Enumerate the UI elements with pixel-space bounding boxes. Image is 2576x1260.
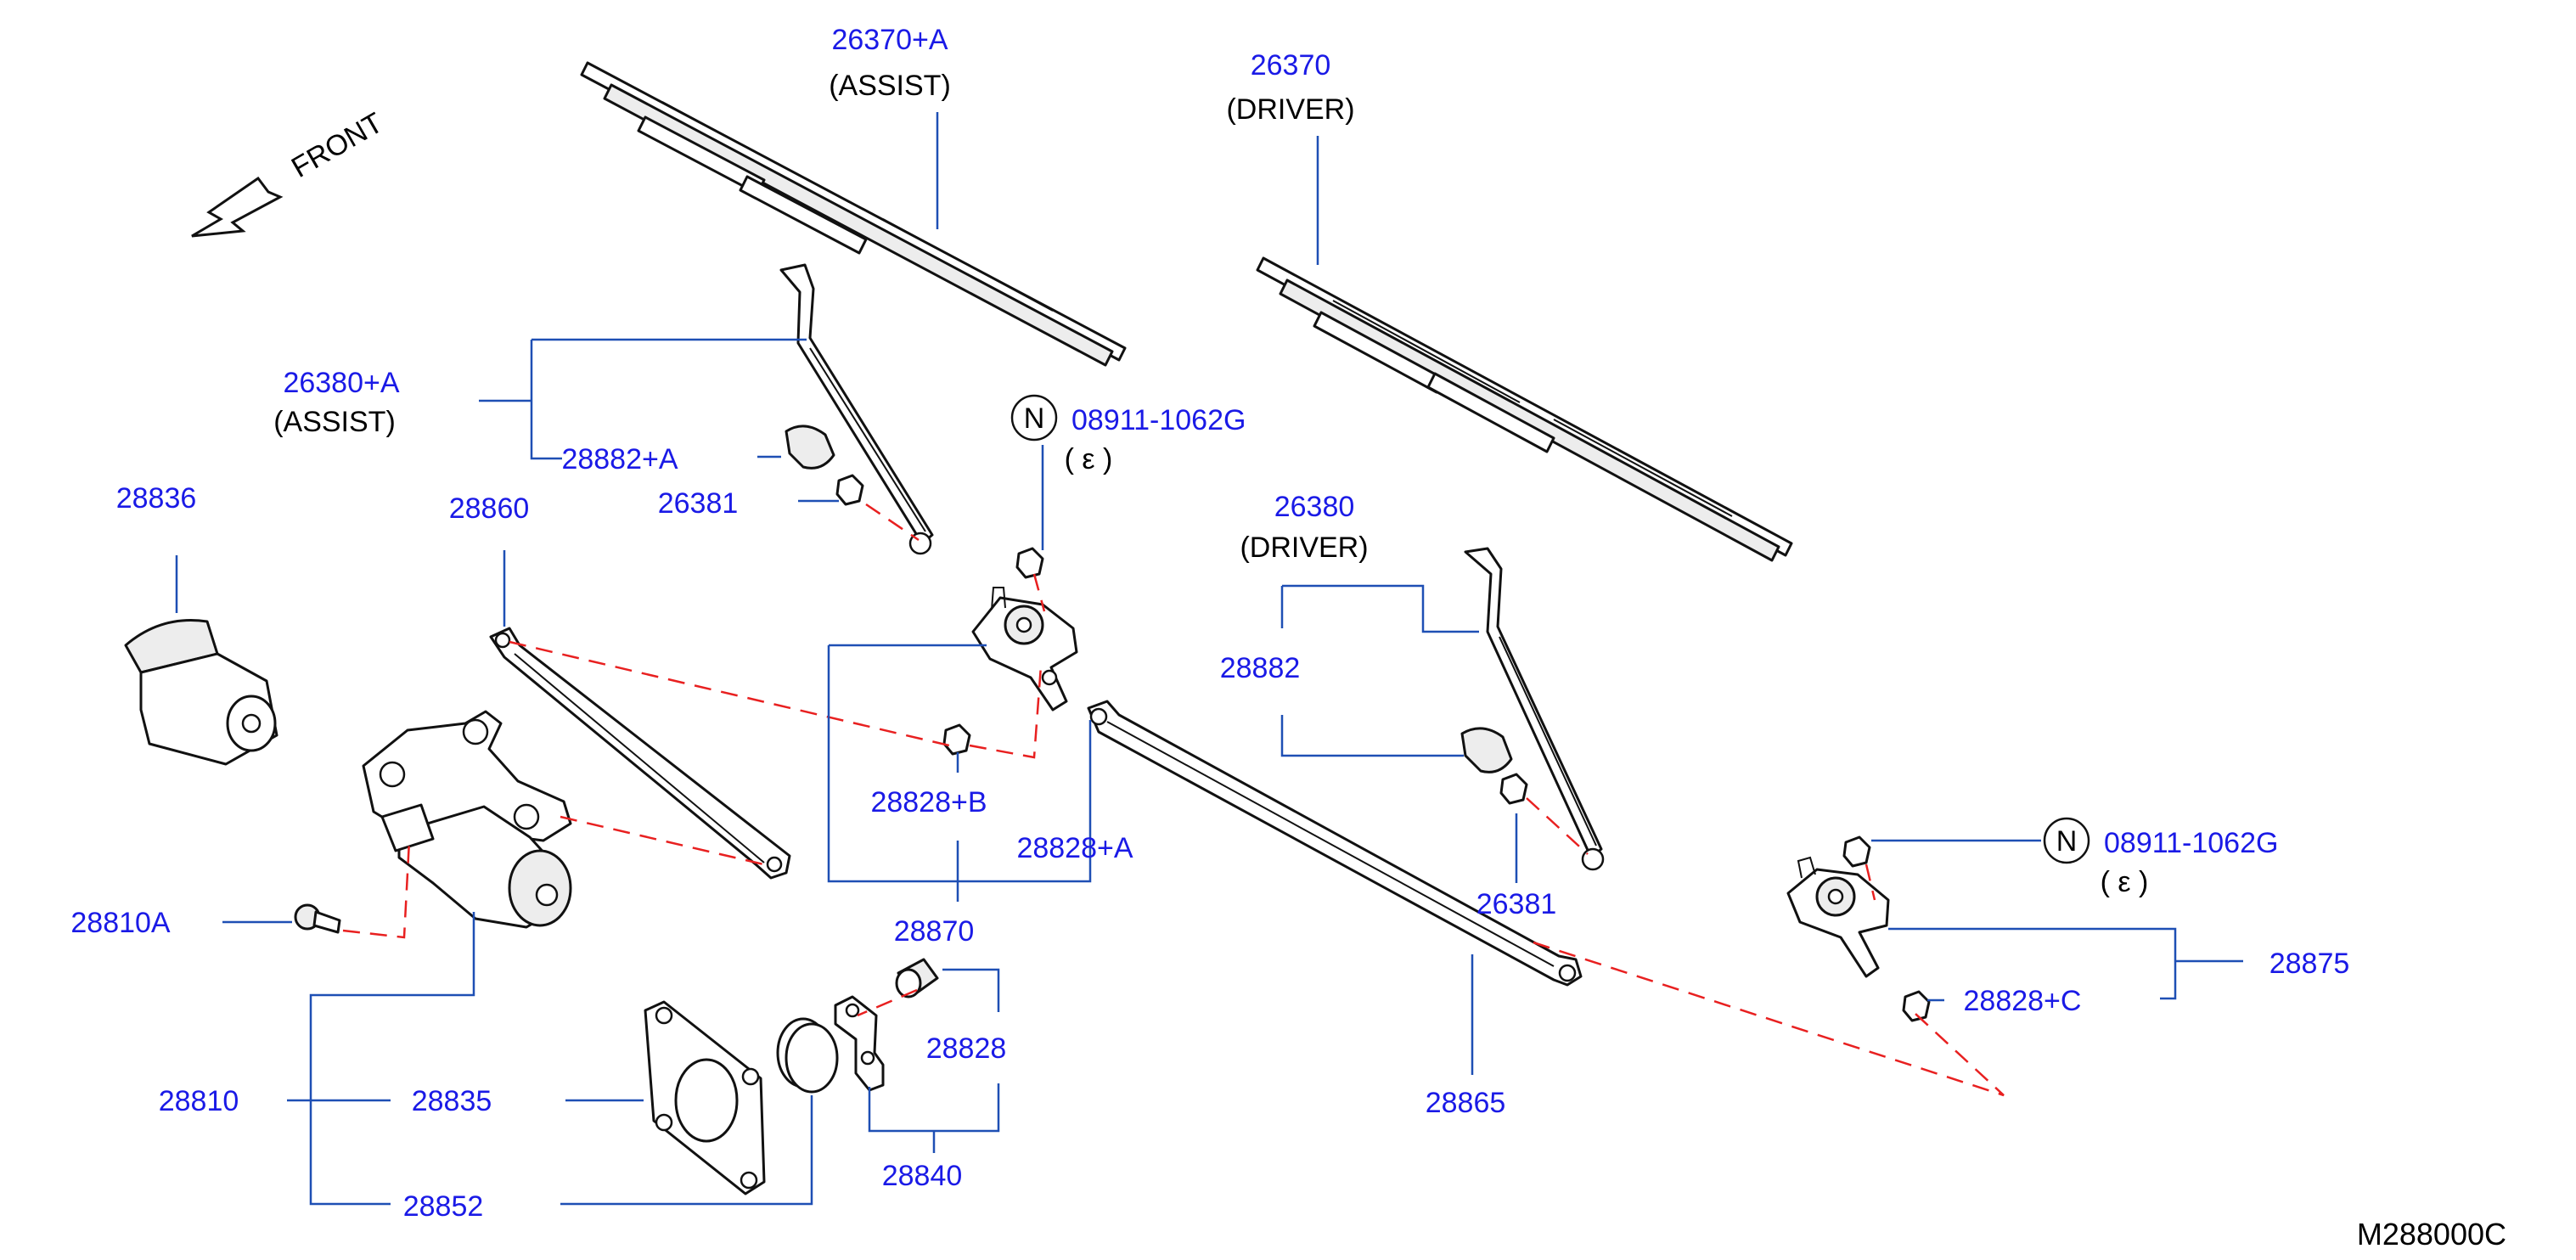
label-cover-pn: 28836	[116, 482, 197, 515]
long-link-rod	[1087, 700, 1583, 987]
wiper-motor	[362, 710, 572, 929]
std-nut-2	[1842, 835, 1871, 868]
bushing	[895, 958, 939, 998]
arm-nut-driver	[1499, 773, 1528, 805]
label-motor-pn: 28810	[159, 1085, 239, 1117]
label-gasket-pn: 28835	[412, 1085, 492, 1117]
label-blade-driver-pn: 26370	[1251, 49, 1331, 82]
label-blade-driver-note: (DRIVER)	[1226, 93, 1354, 126]
standard-part-badge-2: N	[2043, 817, 2090, 864]
label-link-short-pn: 28860	[449, 492, 530, 525]
label-arm-assist-note: (ASSIST)	[273, 406, 396, 438]
label-blade-assist-note: (ASSIST)	[829, 70, 951, 102]
label-bushing-pn: 28828	[926, 1032, 1007, 1065]
label-seal-pn: 28852	[403, 1190, 484, 1223]
wiper-blade-assist	[580, 61, 1127, 367]
label-nut-driver-pn: 26381	[1476, 888, 1557, 920]
label-link-long-pn: 28865	[1426, 1087, 1506, 1119]
label-blade-assist-pn: 26370+A	[831, 24, 948, 56]
label-arm-assist-pn: 26380+A	[283, 367, 399, 399]
arm-cap-driver	[1460, 727, 1513, 773]
label-bolt-pn: 28810A	[70, 907, 171, 939]
assembly-dashed-lines	[342, 503, 2005, 1097]
diagram-reference: M288000C	[2357, 1217, 2506, 1252]
label-pivot-nut-a-pn: 28828+A	[1016, 832, 1133, 864]
gasket-plate	[644, 1000, 766, 1195]
label-pivot-nut-b-pn: 28828+B	[870, 786, 987, 818]
leader-lines	[175, 112, 2243, 1206]
pivot-assembly-assist	[1786, 856, 1890, 978]
motor-bracket	[834, 995, 885, 1092]
label-nut-std-2-note: ( ε )	[2101, 866, 2149, 898]
motor-cover	[124, 619, 278, 766]
short-link-rod	[489, 627, 791, 880]
label-linkage-pn: 28870	[894, 915, 975, 948]
wiper-arm-assist	[779, 263, 934, 555]
wiper-arm-driver	[1464, 547, 1605, 871]
svg-text:N: N	[2056, 825, 2078, 858]
front-label: FRONT	[286, 106, 388, 183]
label-nut-std-2-pn: 08911-1062G	[2104, 827, 2278, 859]
svg-text:N: N	[1024, 402, 1045, 435]
arm-cap-assist	[785, 425, 835, 470]
wiper-blade-driver	[1256, 256, 1793, 562]
label-arm-driver-note: (DRIVER)	[1240, 532, 1368, 564]
std-nut-1	[1015, 547, 1044, 579]
arm-nut-assist	[835, 474, 864, 506]
front-arrow-icon	[191, 176, 284, 238]
seal-ring	[776, 1017, 839, 1094]
label-pivot-nut-c-pn: 28828+C	[1964, 985, 2082, 1017]
label-nut-std-1-pn: 08911-1062G	[1071, 404, 1246, 436]
pivot-nut-b	[942, 723, 971, 756]
label-nut-std-1-note: ( ε )	[1065, 443, 1113, 475]
motor-bolt	[294, 903, 341, 934]
label-arm-driver-pn: 26380	[1274, 491, 1355, 523]
pivot-nut-c	[1902, 990, 1931, 1022]
label-cap-driver-pn: 28882	[1220, 652, 1301, 684]
label-pivot-pn: 28875	[2269, 948, 2350, 980]
label-nut-assist-pn: 26381	[658, 487, 739, 520]
standard-part-badge-1: N	[1010, 394, 1058, 442]
label-cap-assist-pn: 28882+A	[561, 443, 678, 475]
pivot-assembly-driver	[971, 587, 1078, 712]
label-bracket-pn: 28840	[882, 1160, 963, 1192]
